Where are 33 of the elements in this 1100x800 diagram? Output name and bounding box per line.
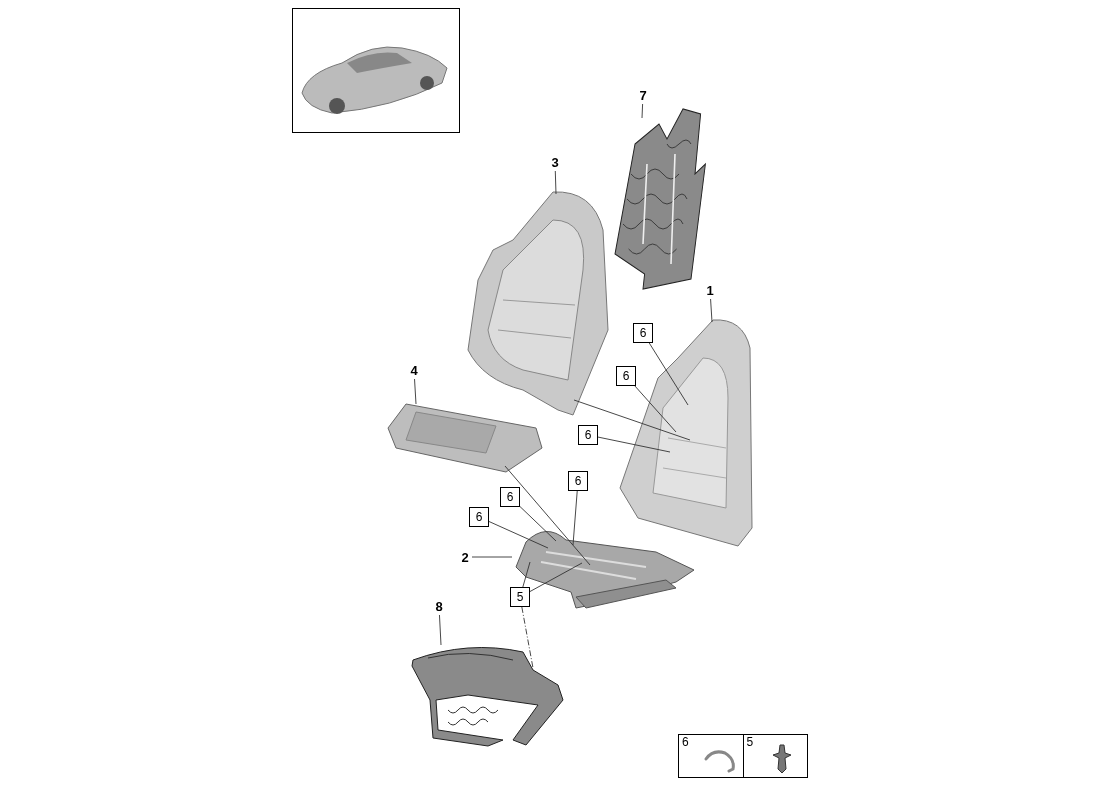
callout-number: 5 — [510, 587, 530, 607]
leader-line — [522, 561, 531, 588]
part-number: 6 — [682, 736, 689, 748]
leader-line — [529, 562, 583, 592]
leader-line — [488, 521, 549, 549]
callout-number: 8 — [432, 597, 446, 615]
part-number: 5 — [746, 736, 754, 748]
leader-line — [414, 378, 417, 405]
leader-line — [471, 556, 513, 558]
callout-number: 4 — [407, 361, 421, 379]
leader-line — [504, 465, 591, 566]
callout-number: 6 — [633, 323, 653, 343]
leader-line — [554, 170, 557, 195]
leader-line — [439, 614, 442, 646]
leader-line — [710, 298, 713, 323]
leader-line — [634, 385, 677, 433]
leader-line — [648, 342, 689, 406]
leader-line — [519, 506, 557, 542]
leader-line — [521, 606, 534, 669]
leader-line — [573, 399, 691, 441]
backrest-drawing — [618, 318, 754, 548]
callout-number: 3 — [548, 153, 562, 171]
callout-number: 6 — [469, 507, 489, 527]
callout-number: 6 — [616, 366, 636, 386]
callout-number: 6 — [578, 425, 598, 445]
callout-number: 2 — [458, 548, 472, 566]
leader-line — [572, 490, 578, 546]
leader-line — [597, 436, 671, 453]
leader-line — [641, 103, 644, 119]
callout-number: 7 — [636, 86, 650, 104]
callout-number: 6 — [568, 471, 588, 491]
callout-number: 1 — [703, 281, 717, 299]
callout-number: 6 — [500, 487, 520, 507]
